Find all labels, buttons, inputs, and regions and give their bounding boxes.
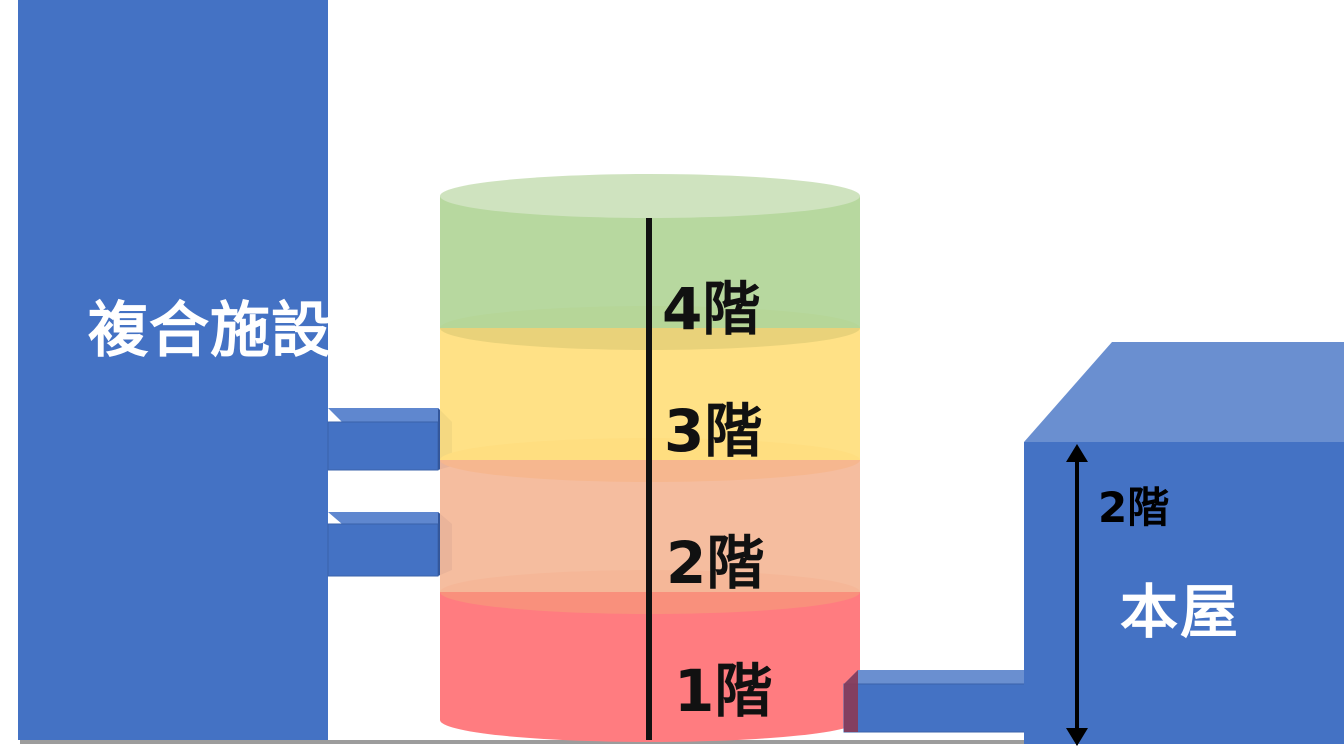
complex-building — [18, 0, 328, 740]
cylinder-axis-line — [646, 218, 652, 740]
main-house-building — [1024, 342, 1344, 744]
ground-line — [20, 740, 1320, 744]
height-arrow — [1066, 444, 1088, 746]
floor-label-2: 2階 — [666, 529, 765, 597]
corridor-main-house — [843, 670, 1027, 733]
floor-label-1: 1階 — [674, 657, 773, 725]
complex-facility-label: 複合施設 — [88, 296, 332, 366]
floor-label-3: 3階 — [664, 397, 763, 465]
corridor-upper — [327, 408, 452, 471]
main-house-label: 本屋 — [1120, 578, 1241, 646]
floor-label-4: 4階 — [662, 275, 761, 343]
corridor-lower — [327, 512, 452, 577]
main-house-floor-count-label: 2階 — [1098, 483, 1170, 532]
